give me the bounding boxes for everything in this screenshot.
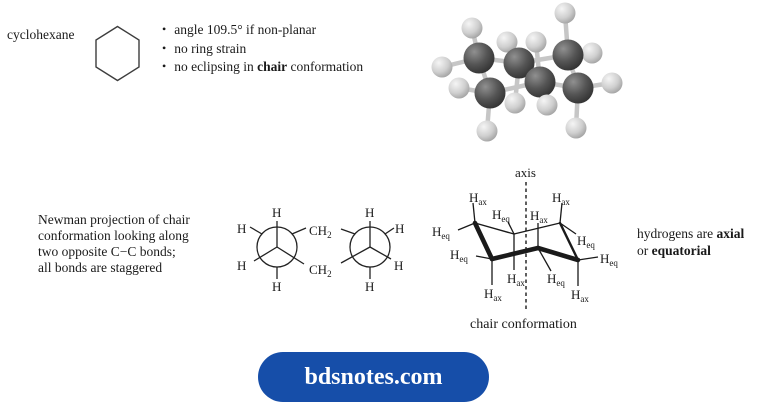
ch2-label: CH2 <box>309 262 332 279</box>
molecule-3d-model <box>431 2 623 142</box>
site-badge-label: bdsnotes.com <box>304 363 443 390</box>
h-label: H <box>237 258 246 273</box>
hydrogen-atom <box>461 17 483 39</box>
h-axial-label: Hax <box>552 190 570 207</box>
axis-label: axis <box>515 165 536 180</box>
h-label: H <box>365 279 374 294</box>
term-cyclohexane: cyclohexane <box>7 27 75 42</box>
h-label: H <box>365 205 374 220</box>
h-axial-label: Hax <box>469 190 487 207</box>
hydrogen-atom <box>448 77 470 99</box>
h-label: H <box>395 221 404 236</box>
h-label: H <box>272 279 281 294</box>
note-line-1: hydrogens are axial <box>637 226 745 241</box>
h-axial-label: Hax <box>507 271 525 288</box>
h-equatorial-label: Heq <box>600 251 618 268</box>
ch2-label: CH2 <box>309 223 332 240</box>
newman-description: Newman projection of chair conformation … <box>38 212 190 276</box>
h-equatorial-label: Heq <box>577 233 595 250</box>
h-label: H <box>237 221 246 236</box>
h-axial-label: Hax <box>530 208 548 225</box>
hexagon-structure-icon <box>95 25 140 82</box>
carbon-atom <box>503 47 535 79</box>
hydrogen-atom <box>504 92 526 114</box>
hydrogen-atom <box>581 42 603 64</box>
property-item-strain: • no ring strain <box>162 40 247 56</box>
newman-labels: H H H H H H H H CH2 CH2 <box>237 205 404 294</box>
chair-hydrogen-labels: Hax Heq Heq Hax Hax Heq Heq Hax Heq Heq … <box>432 190 618 304</box>
chair-caption: chair conformation <box>470 317 577 332</box>
hydrogen-atom <box>565 117 587 139</box>
atoms <box>431 2 623 142</box>
site-badge[interactable]: bdsnotes.com <box>258 352 489 402</box>
carbon-atom <box>552 39 584 71</box>
newman-projection-diagram: H H H H H H H H CH2 CH2 <box>237 205 404 294</box>
h-label: H <box>394 258 403 273</box>
h-equatorial-label: Heq <box>492 207 510 224</box>
h-axial-label: Hax <box>571 287 589 304</box>
h-equatorial-label: Heq <box>450 247 468 264</box>
chair-skeleton <box>472 220 581 263</box>
h-label: H <box>272 205 281 220</box>
h-equatorial-label: Heq <box>547 271 565 288</box>
bullet-icon: • <box>162 40 167 55</box>
property-item-eclipsing: • no eclipsing in chair conformation <box>162 59 364 75</box>
carbon-atom <box>524 66 556 98</box>
newman-description-line: two opposite C−C bonds; <box>38 244 176 260</box>
hydrogen-atom <box>601 72 623 94</box>
hydrogen-atom <box>431 56 453 78</box>
newman-description-line: all bonds are staggered <box>38 260 163 276</box>
carbon-atom <box>474 77 506 109</box>
newman-description-line: Newman projection of chair <box>38 212 190 227</box>
hydrogen-atom <box>554 2 576 24</box>
carbon-atom <box>463 42 495 74</box>
property-list: • angle 109.5° if non-planar • no ring s… <box>162 21 363 77</box>
bullet-icon: • <box>162 59 167 74</box>
hydrogen-atom <box>525 31 547 53</box>
hydrogen-atom <box>496 31 518 53</box>
property-item-angle: • angle 109.5° if non-planar <box>162 22 317 38</box>
carbon-atom <box>562 72 594 104</box>
hydrogen-atom <box>536 94 558 116</box>
chair-hydrogen-bonds <box>457 202 599 286</box>
hydrogen-atom <box>476 120 498 142</box>
hexagon-ring <box>95 25 140 82</box>
newman-bonds <box>249 221 395 279</box>
note-line-2: or equatorial <box>637 242 711 258</box>
chair-conformation-diagram: axis Hax Heq Heq Hax Hax Heq Heq Hax <box>432 165 618 312</box>
axial-equatorial-note: hydrogens are axial or equatorial <box>637 226 744 259</box>
bullet-icon: • <box>162 22 167 37</box>
h-axial-label: Hax <box>484 286 502 303</box>
newman-description-line: conformation looking along <box>38 228 189 244</box>
h-equatorial-label: Heq <box>432 224 450 241</box>
